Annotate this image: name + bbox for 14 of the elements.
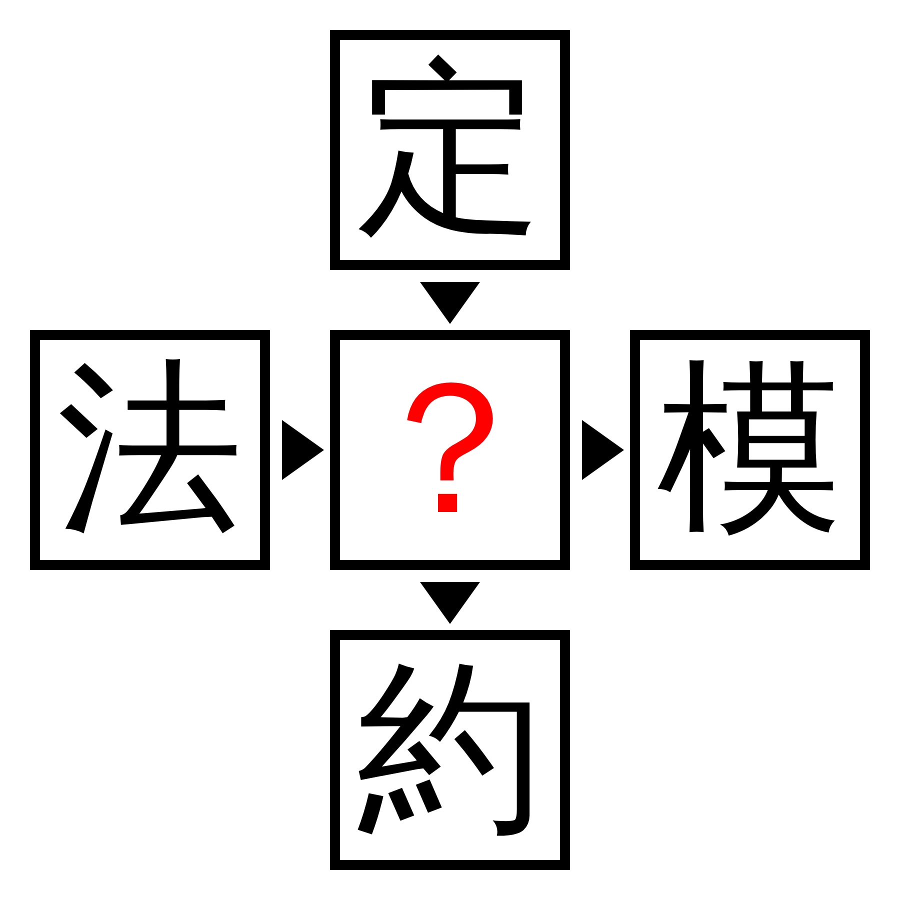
question-mark: ？	[357, 357, 543, 543]
character-box	[630, 330, 870, 570]
character-box	[330, 30, 570, 270]
kanji-character: 法	[57, 357, 243, 543]
character-box	[330, 330, 570, 570]
kanji-character: 約	[357, 657, 543, 843]
kanji-character: 模	[657, 357, 843, 543]
arrow	[420, 582, 480, 624]
arrow	[282, 420, 324, 480]
character-box	[30, 330, 270, 570]
character-box	[330, 630, 570, 870]
kanji-character: 定	[357, 57, 543, 243]
arrow	[420, 282, 480, 324]
arrow	[582, 420, 624, 480]
